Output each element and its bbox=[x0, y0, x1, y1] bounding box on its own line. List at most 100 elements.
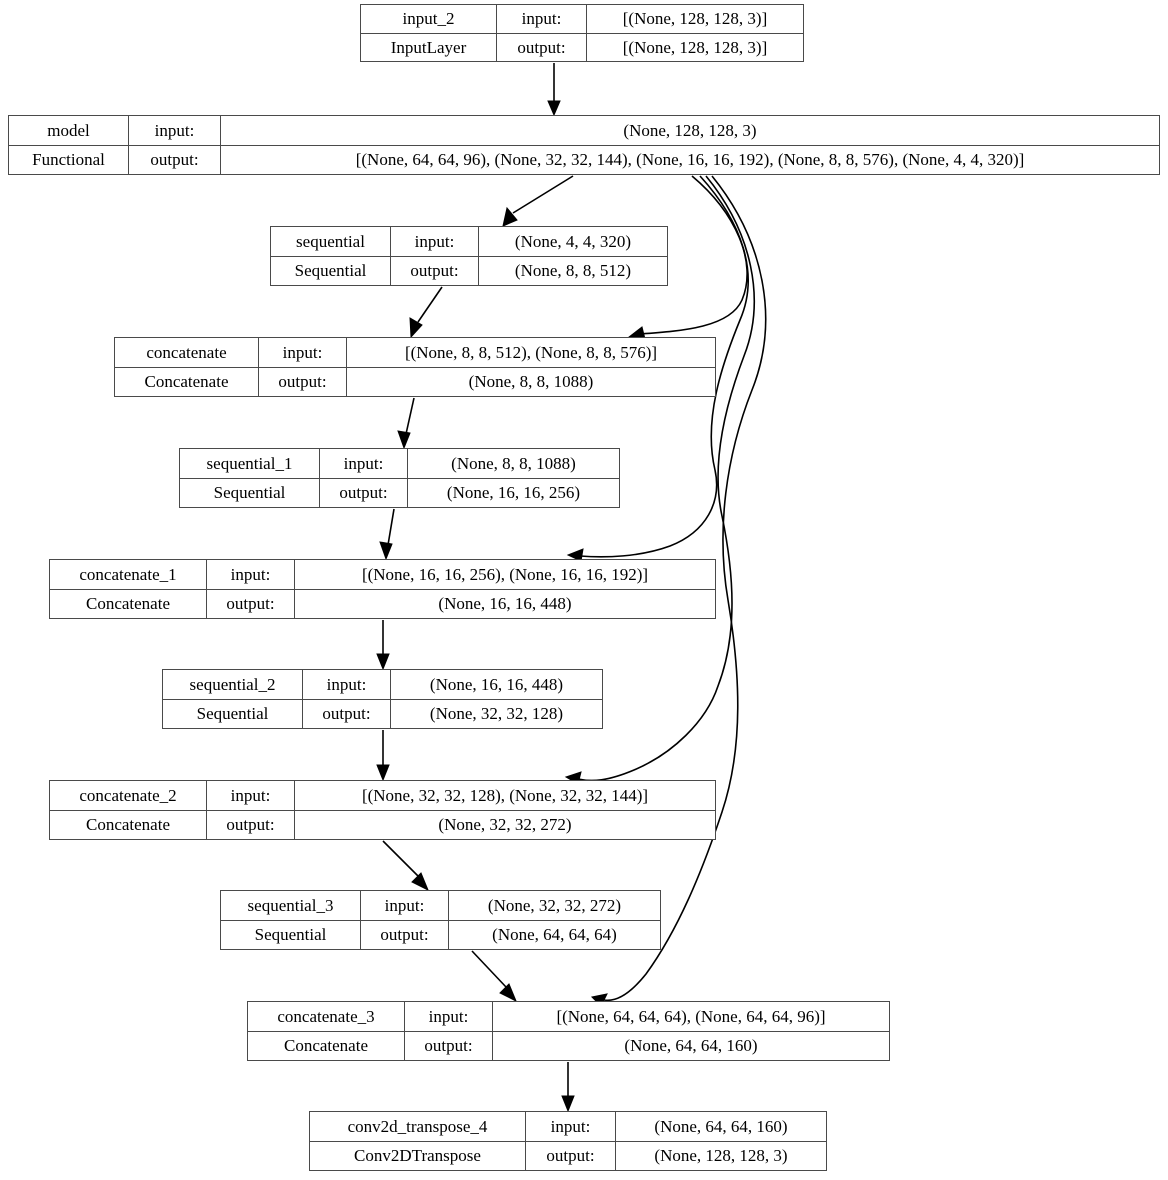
node-sequential_2-output-shape: (None, 32, 32, 128) bbox=[429, 704, 564, 724]
node-conv2d_transpose_4-input-label: input: bbox=[526, 1112, 616, 1141]
edge-sequential_3-to-concatenate_3 bbox=[471, 950, 517, 1003]
node-sequential-class-name: Sequential bbox=[271, 256, 391, 285]
node-model-layer-name: model bbox=[9, 116, 129, 145]
node-sequential_3-output-label: output: bbox=[361, 920, 449, 949]
node-concatenate_2-input-shape: [(None, 32, 32, 128), (None, 32, 32, 144… bbox=[361, 785, 649, 805]
node-conv2d_transpose_4-input-shape: (None, 64, 64, 160) bbox=[654, 1116, 788, 1136]
node-concatenate_2-output-shape: (None, 32, 32, 272) bbox=[438, 815, 572, 835]
edge-model-to-sequential bbox=[502, 175, 574, 227]
node-input_2-input-shape: [(None, 128, 128, 3)] bbox=[622, 9, 768, 29]
node-concatenate_3-input-shape: [(None, 64, 64, 64), (None, 64, 64, 96)] bbox=[556, 1006, 826, 1026]
node-concatenate-output-label: output: bbox=[259, 367, 347, 396]
node-sequential_1-output-label: output: bbox=[320, 478, 408, 507]
node-concatenate-class-name: Concatenate bbox=[115, 367, 259, 396]
node-concatenate_1-output-shape: (None, 16, 16, 448) bbox=[438, 594, 572, 614]
node-input_2-input-row: input_2 input: [(None, 128, 128, 3)] bbox=[361, 5, 803, 34]
edge-concatenate_1-to-sequential_2 bbox=[376, 620, 390, 671]
node-concatenate_1-output-row: Concatenate output: (None, 16, 16, 448) bbox=[50, 589, 715, 618]
node-input_2[interactable]: input_2 input: [(None, 128, 128, 3)] Inp… bbox=[360, 4, 804, 62]
node-concatenate_2[interactable]: concatenate_2 input: [(None, 32, 32, 128… bbox=[49, 780, 716, 840]
node-concatenate_2-output-row: Concatenate output: (None, 32, 32, 272) bbox=[50, 810, 715, 839]
edge-sequential_1-to-concatenate_1 bbox=[379, 508, 395, 561]
node-sequential-input-row: sequential input: (None, 4, 4, 320) bbox=[271, 227, 667, 257]
node-sequential_3-input-shape: (None, 32, 32, 272) bbox=[487, 895, 622, 915]
node-concatenate_1-layer-name: concatenate_1 bbox=[50, 560, 207, 589]
node-concatenate_1-output-label: output: bbox=[207, 589, 295, 618]
node-sequential_1-output-row: Sequential output: (None, 16, 16, 256) bbox=[180, 478, 619, 507]
edge-sequential_2-to-concatenate_2 bbox=[376, 730, 390, 782]
node-sequential_1-layer-name: sequential_1 bbox=[180, 449, 320, 478]
node-concatenate_2-input-row: concatenate_2 input: [(None, 32, 32, 128… bbox=[50, 781, 715, 811]
node-conv2d_transpose_4-output-row: Conv2DTranspose output: (None, 128, 128,… bbox=[310, 1141, 826, 1170]
node-conv2d_transpose_4-output-shape: (None, 128, 128, 3) bbox=[654, 1146, 788, 1166]
node-concatenate_1[interactable]: concatenate_1 input: [(None, 16, 16, 256… bbox=[49, 559, 716, 619]
edge-concatenate-to-sequential_1 bbox=[397, 397, 415, 450]
node-concatenate-layer-name: concatenate bbox=[115, 338, 259, 367]
node-sequential_2-input-shape: (None, 16, 16, 448) bbox=[429, 674, 564, 694]
node-model-input-shape: (None, 128, 128, 3) bbox=[623, 120, 757, 140]
edge-concatenate_3-to-conv2d_transpose_4 bbox=[561, 1062, 575, 1113]
node-concatenate_1-input-row: concatenate_1 input: [(None, 16, 16, 256… bbox=[50, 560, 715, 590]
node-model-input-row: model input: (None, 128, 128, 3) bbox=[9, 116, 1159, 146]
node-input_2-output-row: InputLayer output: [(None, 128, 128, 3)] bbox=[361, 33, 803, 61]
node-concatenate-output-row: Concatenate output: (None, 8, 8, 1088) bbox=[115, 367, 715, 396]
node-sequential-input-label: input: bbox=[391, 227, 479, 256]
node-sequential[interactable]: sequential input: (None, 4, 4, 320) Sequ… bbox=[270, 226, 668, 286]
node-sequential-input-shape: (None, 4, 4, 320) bbox=[514, 231, 632, 251]
node-concatenate_2-layer-name: concatenate_2 bbox=[50, 781, 207, 810]
node-concatenate_3-output-shape: (None, 64, 64, 160) bbox=[624, 1036, 758, 1056]
node-sequential-layer-name: sequential bbox=[271, 227, 391, 256]
node-sequential_3[interactable]: sequential_3 input: (None, 32, 32, 272) … bbox=[220, 890, 661, 950]
node-sequential_2-output-label: output: bbox=[303, 699, 391, 728]
node-input_2-class-name: InputLayer bbox=[361, 33, 497, 61]
node-sequential_2-input-label: input: bbox=[303, 670, 391, 699]
node-model-output-row: Functional output: [(None, 64, 64, 96), … bbox=[9, 145, 1159, 174]
edge-input_2-to-model bbox=[547, 63, 561, 117]
node-sequential-output-row: Sequential output: (None, 8, 8, 512) bbox=[271, 256, 667, 285]
node-sequential_2[interactable]: sequential_2 input: (None, 16, 16, 448) … bbox=[162, 669, 603, 729]
node-conv2d_transpose_4-input-row: conv2d_transpose_4 input: (None, 64, 64,… bbox=[310, 1112, 826, 1142]
node-sequential_1-input-shape: (None, 8, 8, 1088) bbox=[451, 453, 576, 473]
node-sequential_1-output-shape: (None, 16, 16, 256) bbox=[446, 483, 581, 503]
node-sequential_2-input-row: sequential_2 input: (None, 16, 16, 448) bbox=[163, 670, 602, 700]
node-input_2-layer-name: input_2 bbox=[361, 5, 497, 33]
node-concatenate_3-class-name: Concatenate bbox=[248, 1031, 405, 1060]
node-sequential_1-input-row: sequential_1 input: (None, 8, 8, 1088) bbox=[180, 449, 619, 479]
node-concatenate_2-input-label: input: bbox=[207, 781, 295, 810]
node-sequential-output-label: output: bbox=[391, 256, 479, 285]
node-concatenate-input-shape: [(None, 8, 8, 512), (None, 8, 8, 576)] bbox=[404, 342, 658, 362]
node-conv2d_transpose_4-layer-name: conv2d_transpose_4 bbox=[310, 1112, 526, 1141]
node-concatenate_3[interactable]: concatenate_3 input: [(None, 64, 64, 64)… bbox=[247, 1001, 890, 1061]
node-concatenate-input-label: input: bbox=[259, 338, 347, 367]
node-sequential-output-shape: (None, 8, 8, 512) bbox=[514, 261, 632, 281]
node-concatenate_2-output-label: output: bbox=[207, 810, 295, 839]
edge-sequential-to-concatenate bbox=[409, 286, 443, 339]
node-model-output-shape: [(None, 64, 64, 96), (None, 32, 32, 144)… bbox=[355, 150, 1025, 170]
node-concatenate-input-row: concatenate input: [(None, 8, 8, 512), (… bbox=[115, 338, 715, 368]
node-input_2-output-shape: [(None, 128, 128, 3)] bbox=[622, 37, 768, 57]
node-concatenate_3-output-row: Concatenate output: (None, 64, 64, 160) bbox=[248, 1031, 889, 1060]
node-model[interactable]: model input: (None, 128, 128, 3) Functio… bbox=[8, 115, 1160, 175]
node-sequential_3-layer-name: sequential_3 bbox=[221, 891, 361, 920]
node-concatenate_2-class-name: Concatenate bbox=[50, 810, 207, 839]
node-concatenate_1-input-label: input: bbox=[207, 560, 295, 589]
node-sequential_3-class-name: Sequential bbox=[221, 920, 361, 949]
node-input_2-input-label: input: bbox=[497, 5, 587, 33]
node-model-input-label: input: bbox=[129, 116, 221, 145]
node-sequential_1[interactable]: sequential_1 input: (None, 8, 8, 1088) S… bbox=[179, 448, 620, 508]
node-concatenate_3-output-label: output: bbox=[405, 1031, 493, 1060]
edge-concatenate_2-to-sequential_3 bbox=[382, 840, 429, 892]
node-concatenate_1-class-name: Concatenate bbox=[50, 589, 207, 618]
node-concatenate_1-input-shape: [(None, 16, 16, 256), (None, 16, 16, 192… bbox=[361, 564, 649, 584]
node-input_2-output-label: output: bbox=[497, 33, 587, 61]
node-model-class-name: Functional bbox=[9, 145, 129, 174]
node-model-output-label: output: bbox=[129, 145, 221, 174]
node-sequential_3-input-label: input: bbox=[361, 891, 449, 920]
node-sequential_2-class-name: Sequential bbox=[163, 699, 303, 728]
node-sequential_3-output-shape: (None, 64, 64, 64) bbox=[492, 925, 617, 945]
node-concatenate[interactable]: concatenate input: [(None, 8, 8, 512), (… bbox=[114, 337, 716, 397]
node-conv2d_transpose_4-output-label: output: bbox=[526, 1141, 616, 1170]
node-sequential_1-class-name: Sequential bbox=[180, 478, 320, 507]
node-concatenate_3-input-row: concatenate_3 input: [(None, 64, 64, 64)… bbox=[248, 1002, 889, 1032]
node-conv2d_transpose_4[interactable]: conv2d_transpose_4 input: (None, 64, 64,… bbox=[309, 1111, 827, 1171]
